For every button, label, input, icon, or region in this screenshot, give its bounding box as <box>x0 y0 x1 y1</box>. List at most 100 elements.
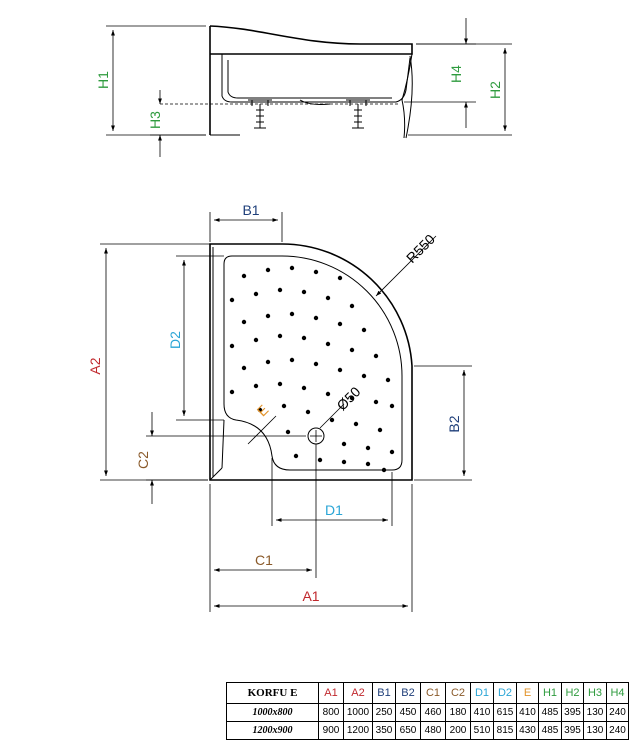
dot <box>229 389 235 395</box>
dot <box>257 407 263 413</box>
label-b2: B2 <box>446 415 462 432</box>
value-cell: 200 <box>445 721 471 740</box>
value-cell: 510 <box>470 721 494 740</box>
dot <box>325 391 331 397</box>
value-cell: 615 <box>493 703 517 722</box>
header-a2: A2 <box>343 682 373 704</box>
dot <box>329 417 335 423</box>
value-cell: 410 <box>516 703 539 722</box>
dot <box>289 357 295 363</box>
label-radius: R550 <box>403 231 438 266</box>
dot <box>229 297 235 303</box>
value-cell: 180 <box>445 703 471 722</box>
dot <box>285 429 291 435</box>
dot <box>361 373 367 379</box>
value-cell: 350 <box>372 721 396 740</box>
dot <box>381 467 387 473</box>
value-cell: 395 <box>561 703 584 722</box>
value-cell: 485 <box>538 703 562 722</box>
label-c2: C2 <box>135 451 151 469</box>
label-h2: H2 <box>487 81 503 99</box>
dot <box>277 287 283 293</box>
dot <box>301 289 307 295</box>
dot <box>253 383 259 389</box>
dot <box>365 445 371 451</box>
dot <box>281 403 287 409</box>
value-cell: 650 <box>395 721 421 740</box>
dot <box>325 295 331 301</box>
header-h1: H1 <box>538 682 562 704</box>
dot <box>265 313 271 319</box>
dot <box>349 303 355 309</box>
dot <box>229 343 235 349</box>
dot <box>313 315 319 321</box>
dot <box>389 403 395 409</box>
header-d2: D2 <box>493 682 517 704</box>
header-d1: D1 <box>470 682 494 704</box>
dot <box>277 381 283 387</box>
dot <box>241 319 247 325</box>
dot <box>305 409 311 415</box>
header-e: E <box>516 682 539 704</box>
label-d2: D2 <box>167 331 183 349</box>
label-h4: H4 <box>448 65 464 83</box>
value-cell: 410 <box>470 703 494 722</box>
anti-slip-dots <box>229 265 395 473</box>
label-a2: A2 <box>87 357 103 374</box>
dot <box>317 457 323 463</box>
label-d1: D1 <box>325 502 343 518</box>
dot <box>313 361 319 367</box>
dot <box>277 333 283 339</box>
header-a1: A1 <box>318 682 344 704</box>
size-cell: 1000x800 <box>226 703 319 722</box>
dot <box>361 327 367 333</box>
value-cell: 1000 <box>343 703 373 722</box>
dot <box>365 461 371 467</box>
dot <box>377 427 383 433</box>
value-cell: 395 <box>561 721 584 740</box>
dot <box>289 311 295 317</box>
dot <box>325 341 331 347</box>
dot <box>313 269 319 275</box>
model-name: KORFU E <box>226 682 319 704</box>
dot <box>353 421 359 427</box>
value-cell: 130 <box>583 703 607 722</box>
side-view: H1 H3 H4 H2 <box>95 18 512 157</box>
label-c1: C1 <box>255 552 273 568</box>
value-cell: 450 <box>395 703 421 722</box>
label-h3: H3 <box>147 111 163 129</box>
value-cell: 240 <box>606 721 629 740</box>
label-h1: H1 <box>95 71 111 89</box>
dot <box>301 385 307 391</box>
label-a1: A1 <box>302 588 319 604</box>
header-b1: B1 <box>372 682 396 704</box>
dot <box>241 365 247 371</box>
dot <box>337 275 343 281</box>
dot <box>373 399 379 405</box>
value-cell: 480 <box>420 721 446 740</box>
size-cell: 1200x900 <box>226 721 319 740</box>
dot <box>301 335 307 341</box>
value-cell: 430 <box>516 721 539 740</box>
dot <box>337 321 343 327</box>
dot <box>253 291 259 297</box>
dot <box>385 377 391 383</box>
header-h3: H3 <box>583 682 607 704</box>
dot <box>373 353 379 359</box>
value-cell: 900 <box>318 721 344 740</box>
value-cell: 485 <box>538 721 562 740</box>
value-cell: 240 <box>606 703 629 722</box>
header-h4: H4 <box>606 682 629 704</box>
dot <box>337 367 343 373</box>
dot <box>289 265 295 271</box>
value-cell: 815 <box>493 721 517 740</box>
value-cell: 800 <box>318 703 344 722</box>
dot <box>253 337 259 343</box>
header-c1: C1 <box>420 682 446 704</box>
value-cell: 1200 <box>343 721 373 740</box>
label-e: E <box>254 402 272 420</box>
technical-drawing: H1 H3 H4 H2 B1 A2 D2 <box>87 18 512 612</box>
dot <box>389 449 395 455</box>
